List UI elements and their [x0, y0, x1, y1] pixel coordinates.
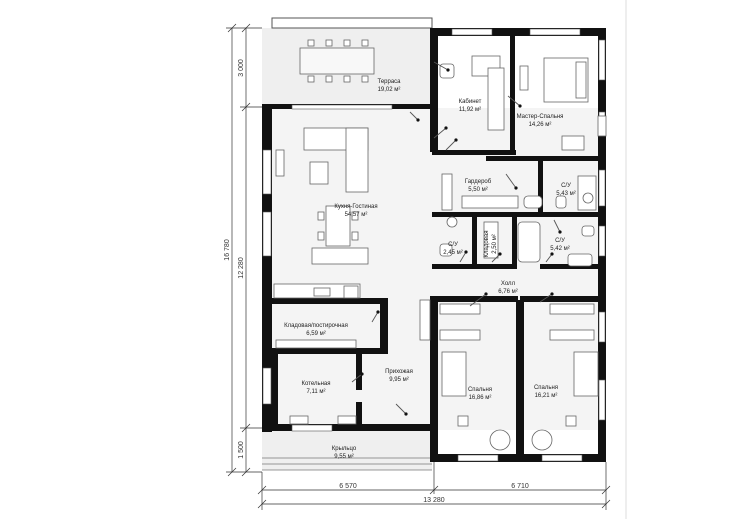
svg-text:2,45 м²: 2,45 м² — [443, 250, 462, 256]
door-hinges — [360, 68, 562, 416]
svg-text:Терраса: Терраса — [377, 79, 401, 85]
room-label-boiler: Котельная 7,11 м² — [301, 381, 330, 395]
room-label-bedroom1: Спальня 16,86 м² — [468, 387, 492, 401]
svg-text:Котельная: Котельная — [301, 381, 330, 387]
dimension-lines — [226, 23, 611, 510]
room-label-master: Мастер-Спальня 14,26 м² — [517, 114, 564, 128]
svg-text:Спальня: Спальня — [468, 387, 492, 393]
room-label-porch: Крыльцо 9,55 м² — [332, 446, 357, 460]
doors — [351, 61, 561, 415]
room-label-hall: Холл 6,76 м² — [498, 281, 517, 295]
svg-text:С/У: С/У — [561, 183, 571, 189]
svg-text:2,50 м²: 2,50 м² — [492, 234, 498, 253]
svg-text:7,11 м²: 7,11 м² — [306, 389, 325, 395]
svg-text:54,57 м²: 54,57 м² — [345, 212, 368, 218]
svg-text:9,55 м²: 9,55 м² — [334, 454, 353, 460]
svg-text:Кладовая/постирочная: Кладовая/постирочная — [284, 323, 348, 329]
room-label-office: Кабинет 11,92 м² — [459, 99, 482, 113]
porch-floor — [262, 428, 432, 470]
room-label-kitchen: Кухня-Гостиная 54,57 м² — [334, 204, 377, 218]
svg-text:Мастер-Спальня: Мастер-Спальня — [517, 114, 564, 120]
svg-text:5,43 м²: 5,43 м² — [556, 191, 575, 197]
windows — [262, 28, 606, 462]
dim-left-top: 3 000 — [238, 59, 245, 77]
svg-text:16,86 м²: 16,86 м² — [469, 395, 492, 401]
svg-text:16,21 м²: 16,21 м² — [535, 393, 558, 399]
svg-text:Спальня: Спальня — [534, 385, 558, 391]
terrace-railing — [271, 17, 433, 29]
dim-left-middle: 12 280 — [238, 257, 245, 279]
dim-left-total: 16 780 — [224, 239, 231, 261]
svg-text:С/У: С/У — [448, 242, 458, 248]
dim-bottom-left: 6 570 — [339, 483, 357, 490]
svg-text:Гардероб: Гардероб — [465, 179, 492, 185]
svg-text:5,42 м²: 5,42 м² — [550, 246, 569, 252]
svg-text:Кабинет: Кабинет — [459, 99, 482, 105]
dim-bottom-total: 13 280 — [423, 497, 445, 504]
porch-steps — [262, 457, 432, 471]
svg-text:9,95 м²: 9,95 м² — [389, 377, 408, 383]
room-label-bath1: С/У 5,43 м² — [556, 183, 575, 197]
room-label-terrace: Терраса 19,02 м² — [377, 79, 401, 93]
room-label-bedroom2: Спальня 16,21 м² — [534, 385, 558, 399]
svg-text:Кладовая: Кладовая — [484, 231, 490, 258]
dim-left-bottom: 1 500 — [238, 441, 245, 459]
room-label-bath2: С/У 5,42 м² — [550, 238, 569, 252]
room-label-wc: С/У 2,45 м² — [443, 242, 462, 256]
svg-text:6,59 м²: 6,59 м² — [306, 331, 325, 337]
svg-text:14,26 м²: 14,26 м² — [529, 122, 552, 128]
svg-text:Прихожая: Прихожая — [385, 369, 413, 375]
dimension-labels: 16 780 3 000 12 280 1 500 6 570 6 710 13… — [224, 59, 529, 504]
svg-text:19,02 м²: 19,02 м² — [378, 87, 401, 93]
room-label-entry: Прихожая 9,95 м² — [385, 369, 413, 383]
svg-text:Кухня-Гостиная: Кухня-Гостиная — [334, 204, 377, 210]
furniture — [273, 39, 607, 451]
room-label-closet: Кладовая 2,50 м² — [484, 231, 498, 258]
svg-text:5,50 м²: 5,50 м² — [468, 187, 487, 193]
svg-text:6,76 м²: 6,76 м² — [498, 289, 517, 295]
svg-text:Холл: Холл — [501, 281, 516, 287]
dim-bottom-right: 6 710 — [511, 483, 529, 490]
svg-text:С/У: С/У — [555, 238, 565, 244]
room-label-wardrobe: Гардероб 5,50 м² — [465, 179, 492, 193]
svg-text:Крыльцо: Крыльцо — [332, 446, 357, 452]
svg-text:11,92 м²: 11,92 м² — [459, 107, 481, 113]
room-label-pantry: Кладовая/постирочная 6,59 м² — [284, 323, 348, 337]
